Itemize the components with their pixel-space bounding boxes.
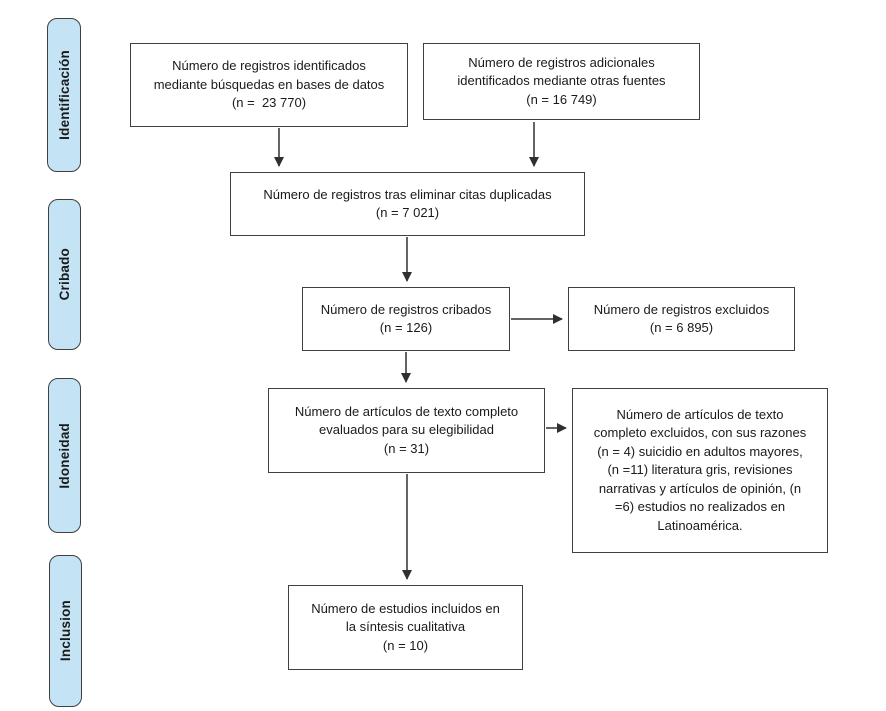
box-text-line: Número de artículos de texto [616,406,784,422]
box-text-line: Número de estudios incluidos en [311,600,500,616]
box-text-line: (n = 10) [382,637,429,653]
box-text-line: identificados mediante otras fuentes [457,73,666,89]
box-identified-databases: Número de registros identificados mediant… [130,43,408,127]
box-text-line: mediante búsquedas en bases de datos [153,76,385,92]
box-fulltext-excluded-reasons: Número de artículos de texto completo exc… [572,388,828,553]
box-identified-other-sources: Número de registros adicionales identific… [423,43,700,120]
stage-label-inclusion: Inclusion [49,555,82,707]
box-text-line: Latinoamérica. [657,517,743,533]
box-records-excluded: Número de registros excluidos (n = 6 895) [568,287,795,351]
box-records-screened: Número de registros cribados (n = 126) [302,287,510,351]
stage-label-text: Identificación [56,50,72,140]
box-studies-included: Número de estudios incluidos en la síntes… [288,585,523,670]
box-text-line: Número de artículos de texto completo [294,403,519,419]
stage-label-text: Idoneidad [57,422,72,489]
box-text-line: Número de registros adicionales [468,54,655,70]
box-text-line: (n = 126) [379,320,433,335]
box-text-line: (n = 4) suicidio en adultos mayores, [597,443,803,459]
box-after-duplicates-removed: Número de registros tras eliminar citas … [230,172,585,236]
box-text-line: (n = 23 770) [231,95,307,111]
box-text-line: (n = 16 749) [526,91,597,107]
box-text-line: narrativas y artículos de opinión, (n [598,480,802,496]
box-text-line: =6) estudios no realizados en [614,499,786,515]
box-text-line: (n =11) literatura gris, revisiones [607,462,793,478]
box-text-line: (n = 6 895) [649,320,714,335]
box-fulltext-assessed: Número de artículos de texto completo eva… [268,388,545,473]
box-text-line: la síntesis cualitativa [345,619,466,635]
box-text-line: evaluados para su elegibilidad [319,422,494,438]
stage-label-text: Cribado [57,248,72,301]
box-text-line: Número de registros excluidos [593,301,770,317]
box-text-line: Número de registros identificados [172,58,366,74]
stage-label-screening: Cribado [48,199,81,350]
box-text-line: completo excluidos, con sus razones [593,425,807,441]
box-text-line: Número de registros tras eliminar citas … [263,186,552,202]
box-text-line: Número de registros cribados [320,301,492,317]
stage-label-eligibility: Idoneidad [48,378,81,533]
box-text-line: (n = 7 021) [375,205,440,220]
box-text-line: (n = 31) [383,440,430,456]
stage-label-text: Inclusion [58,600,73,662]
stage-label-identification: Identificación [47,18,81,172]
